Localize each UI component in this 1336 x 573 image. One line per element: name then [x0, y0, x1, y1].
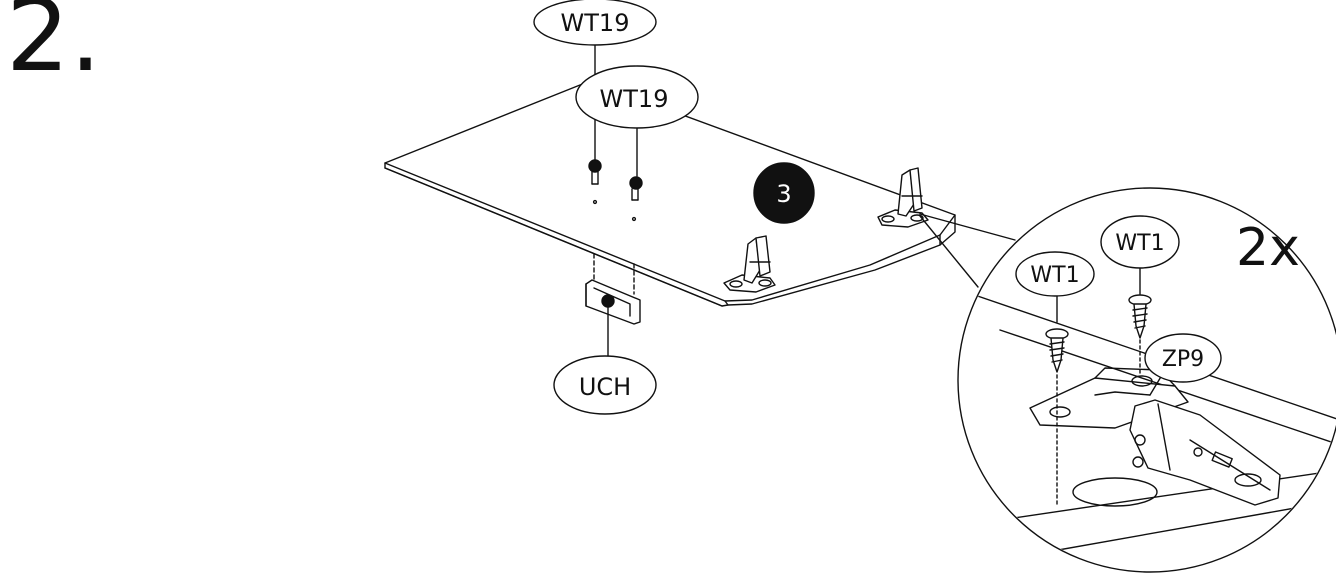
svg-text:WT19: WT19	[600, 85, 669, 113]
panel-step-badge: 3	[753, 162, 815, 224]
callout-zp9: ZP9	[1144, 333, 1222, 396]
step-number: 2.	[6, 0, 102, 94]
uch-handle	[585, 253, 641, 359]
svg-text:UCH: UCH	[579, 373, 631, 401]
callout-wt19-second: WT19	[575, 65, 699, 129]
svg-text:WT1: WT1	[1030, 263, 1079, 288]
svg-text:WT19: WT19	[561, 9, 630, 37]
svg-text:ZP9: ZP9	[1162, 347, 1204, 372]
wt19-pin-right	[629, 127, 643, 222]
callout-uch: UCH	[553, 355, 657, 415]
callout-wt19-top: WT19	[533, 0, 657, 46]
callout-wt1-left: WT1	[1015, 251, 1095, 297]
detail-leader-lower	[919, 215, 979, 288]
svg-text:WT1: WT1	[1115, 231, 1164, 256]
callout-wt1-right: WT1	[1100, 215, 1180, 269]
svg-text:3: 3	[776, 180, 791, 208]
wt1-screw-left	[1045, 295, 1069, 506]
panel-board	[384, 80, 956, 307]
quantity-label: 2x	[1236, 218, 1300, 278]
detail-leader-upper	[919, 213, 1016, 241]
wt1-screw-right	[1128, 267, 1152, 377]
hinge-left	[723, 235, 776, 293]
hinge-right	[877, 167, 929, 228]
